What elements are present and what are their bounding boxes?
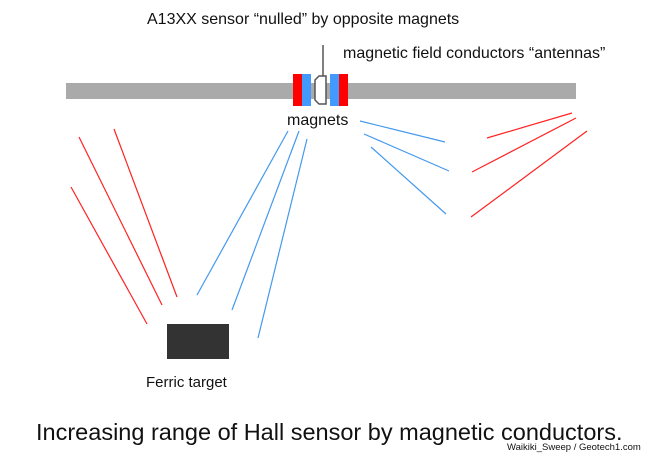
field-line-blue (359, 120, 446, 143)
caption: Increasing range of Hall sensor by magne… (36, 419, 623, 445)
magnet-right-red (339, 74, 348, 106)
magnets-label: magnets (287, 112, 349, 129)
field-line-red (78, 136, 163, 306)
field-line-blue (196, 130, 289, 296)
magnet-left-red (293, 74, 302, 106)
field-line-red (113, 128, 178, 298)
conductors-label: magnetic field conductors “antennas” (343, 45, 606, 62)
target-label: Ferric target (146, 374, 227, 391)
sensor-body (314, 75, 327, 105)
field-line-red (470, 130, 588, 218)
magnet-right-blue (330, 74, 339, 106)
diagram-title: A13XX sensor “nulled” by opposite magnet… (147, 11, 460, 28)
field-line-blue (370, 146, 447, 215)
field-line-blue (363, 133, 450, 172)
magnet-left-blue (302, 74, 311, 106)
field-line-red (471, 117, 577, 173)
ferric-target (167, 324, 229, 359)
field-line-red (486, 112, 573, 139)
field-line-blue (231, 130, 300, 311)
hall-sensor (314, 45, 327, 105)
credit-label: Waikiki_Sweep / Geotech1.com (507, 442, 641, 453)
magnet-assembly (293, 74, 348, 106)
field-line-blue (257, 138, 308, 339)
field-line-red (70, 186, 148, 325)
